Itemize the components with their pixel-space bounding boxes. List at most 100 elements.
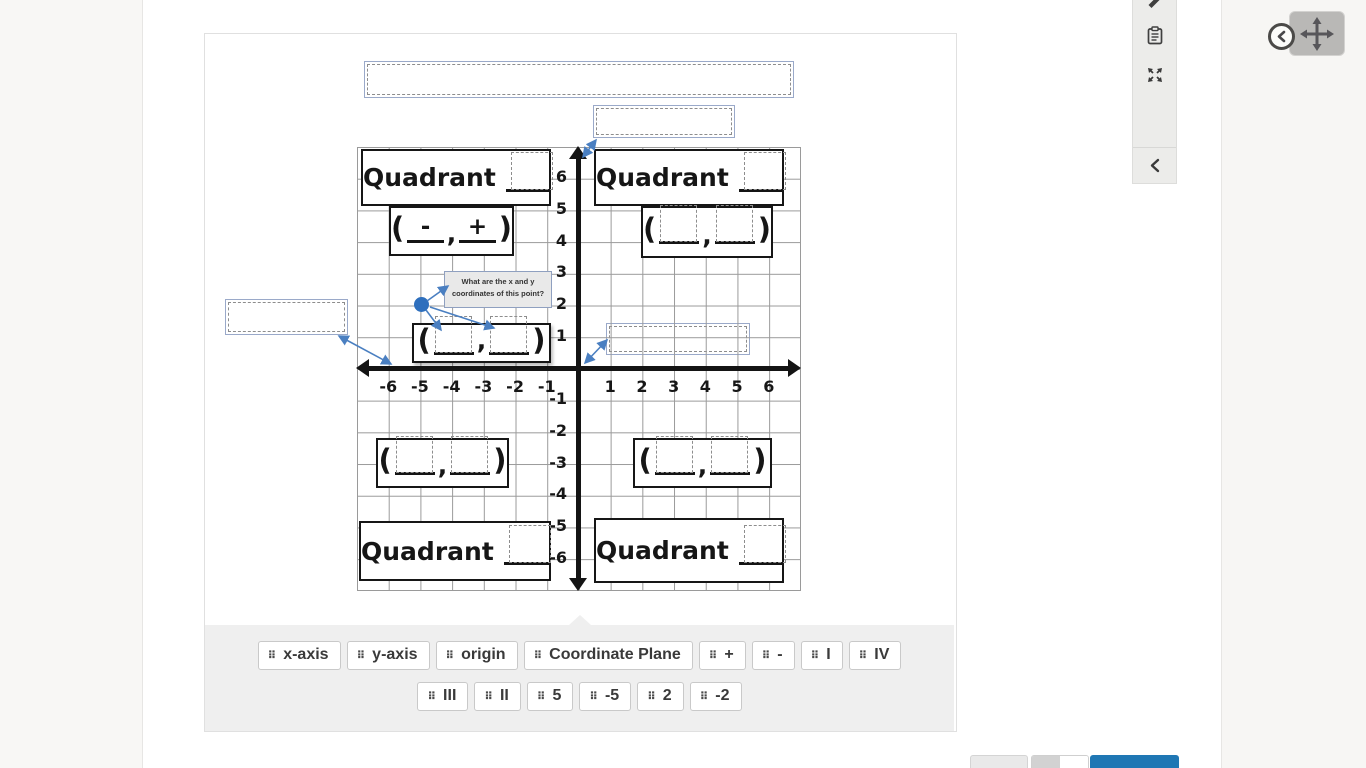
quadrant-2-blank-drop-zone[interactable]	[510, 151, 553, 190]
x-tick--6: -6	[379, 377, 398, 396]
word-bank-chip-coordinate-plane[interactable]: ⠿ Coordinate Plane	[523, 641, 693, 670]
word-bank-chip-iii[interactable]: ⠿III	[417, 682, 469, 711]
word-bank-chip-x-axis[interactable]: ⠿x-axis	[257, 641, 341, 670]
y-tick--1: -1	[549, 389, 567, 409]
paren-close: )	[498, 210, 512, 245]
paren-open: (	[391, 210, 405, 245]
blank	[714, 205, 755, 244]
bottom-button-segmented[interactable]	[1031, 755, 1089, 768]
point-y-drop-zone[interactable]	[490, 316, 528, 353]
y-tick-5: 5	[555, 198, 567, 218]
comma: ,	[446, 219, 457, 248]
fullscreen-icon[interactable]	[1146, 66, 1164, 89]
blank	[450, 436, 491, 475]
word-bank-chip-origin[interactable]: ⠿origin	[435, 641, 518, 670]
quadrant-1-signs-box: ( , )	[641, 205, 773, 258]
word-bank-chip--2[interactable]: ⠿-2	[689, 682, 742, 711]
y-tick-2: 2	[555, 294, 567, 314]
quadrant-word: Quadrant	[363, 163, 496, 192]
quadrant-3-sign-drop-zone-2[interactable]	[451, 436, 489, 473]
x-tick-3: 3	[668, 377, 680, 396]
y-tick-1: 1	[555, 325, 567, 345]
quadrant-4-label-box: Quadrant	[594, 518, 786, 583]
chip-label: y-axis	[372, 646, 418, 663]
quadrant-1-label-box: Quadrant	[594, 149, 786, 206]
y-tick-6: 6	[555, 167, 567, 187]
plus-sign: +	[467, 213, 488, 240]
pen-partial-icon[interactable]	[1146, 0, 1163, 13]
blank	[433, 316, 474, 355]
quadrant-1-blank	[738, 151, 786, 192]
point-x-drop-zone[interactable]	[434, 316, 472, 353]
drag-handle-icon: ⠿	[484, 689, 493, 703]
paren-open: (	[638, 442, 652, 477]
word-bank-row-2: ⠿III⠿II⠿5⠿-5⠿2⠿-2	[205, 682, 954, 711]
quadrant-word: Quadrant	[596, 536, 729, 565]
x-tick--2: -2	[506, 377, 524, 396]
callout-line-1: What are the x and y	[461, 277, 535, 286]
x-axis-drop-zone[interactable]	[225, 299, 348, 335]
chip-label: Coordinate Plane	[549, 646, 681, 663]
chip-label: -5	[604, 687, 620, 704]
x-tick--3: -3	[474, 377, 493, 396]
paren-close: )	[493, 442, 507, 477]
move-icon	[1300, 16, 1334, 51]
callout-line-2: coordinates of this point?	[451, 289, 545, 298]
comma: ,	[697, 451, 708, 480]
plotted-point	[414, 297, 429, 312]
word-bank-chip-iv[interactable]: ⠿IV	[848, 641, 902, 670]
y-axis-drop-zone[interactable]	[593, 105, 735, 138]
chip-label: III	[443, 687, 457, 704]
word-bank-chip-y-axis[interactable]: ⠿y-axis	[346, 641, 430, 670]
word-bank-chip--[interactable]: ⠿-	[751, 641, 795, 670]
blank	[654, 436, 695, 475]
bottom-button-secondary[interactable]	[970, 755, 1028, 768]
y-axis-arrow-down-icon	[569, 578, 587, 591]
quadrant-3-sign-drop-zone-1[interactable]	[395, 436, 433, 473]
side-toolbar	[1132, 0, 1177, 184]
paren-open: (	[417, 322, 431, 357]
word-bank-chip-5[interactable]: ⠿5	[526, 682, 574, 711]
paren-close: )	[757, 211, 771, 246]
drag-handle-icon: ⠿	[647, 689, 656, 703]
drag-handle-icon: ⠿	[858, 648, 868, 662]
word-bank-chip-2[interactable]: ⠿2	[637, 682, 684, 711]
x-tick-1: 1	[604, 377, 616, 396]
word-bank-chip-ii[interactable]: ⠿II	[474, 682, 521, 711]
word-bank-chip-i[interactable]: ⠿I	[800, 641, 843, 670]
bottom-button-primary[interactable]	[1090, 755, 1179, 768]
quadrant-4-sign-drop-zone-2[interactable]	[711, 436, 749, 473]
move-tool-button[interactable]	[1289, 11, 1345, 56]
drag-handle-icon: ⠿	[761, 648, 771, 662]
word-bank-chip-+[interactable]: ⠿+	[698, 641, 746, 670]
collapse-tool-button[interactable]	[1268, 23, 1295, 50]
y-tick--6: -6	[549, 547, 567, 567]
quadrant-1-sign-drop-zone-1[interactable]	[660, 205, 698, 242]
paren-close: )	[753, 442, 767, 477]
x-tick--4: -4	[442, 377, 461, 396]
quadrant-word: Quadrant	[596, 163, 729, 192]
quadrant-3-blank-drop-zone[interactable]	[508, 525, 551, 563]
drag-handle-icon: ⠿	[533, 648, 543, 662]
quadrant-4-blank-drop-zone[interactable]	[743, 524, 786, 563]
word-bank-row-1: ⠿x-axis⠿y-axis⠿origin⠿Coordinate Plane⠿+…	[205, 641, 954, 670]
paren-open: (	[643, 211, 657, 246]
y-axis-arrow-up-icon	[569, 146, 587, 159]
notes-icon[interactable]	[1146, 26, 1164, 50]
y-tick--5: -5	[549, 516, 567, 536]
quadrant-2-signs-box: ( - , + )	[389, 206, 514, 256]
comma: ,	[702, 221, 712, 250]
chip-label: 5	[552, 687, 562, 704]
quadrant-1-sign-drop-zone-2[interactable]	[715, 205, 753, 242]
title-drop-zone[interactable]	[364, 61, 794, 98]
word-bank-chip--5[interactable]: ⠿-5	[579, 682, 632, 711]
chip-label: -2	[715, 687, 730, 704]
quadrant-3-blank	[503, 525, 551, 565]
collapse-left-icon[interactable]	[1149, 158, 1161, 178]
drag-handle-icon: ⠿	[536, 689, 546, 703]
quadrant-4-sign-drop-zone-1[interactable]	[655, 436, 693, 473]
quadrant-1-blank-drop-zone[interactable]	[743, 151, 786, 190]
x-tick-2: 2	[636, 377, 648, 396]
blank	[489, 316, 530, 355]
